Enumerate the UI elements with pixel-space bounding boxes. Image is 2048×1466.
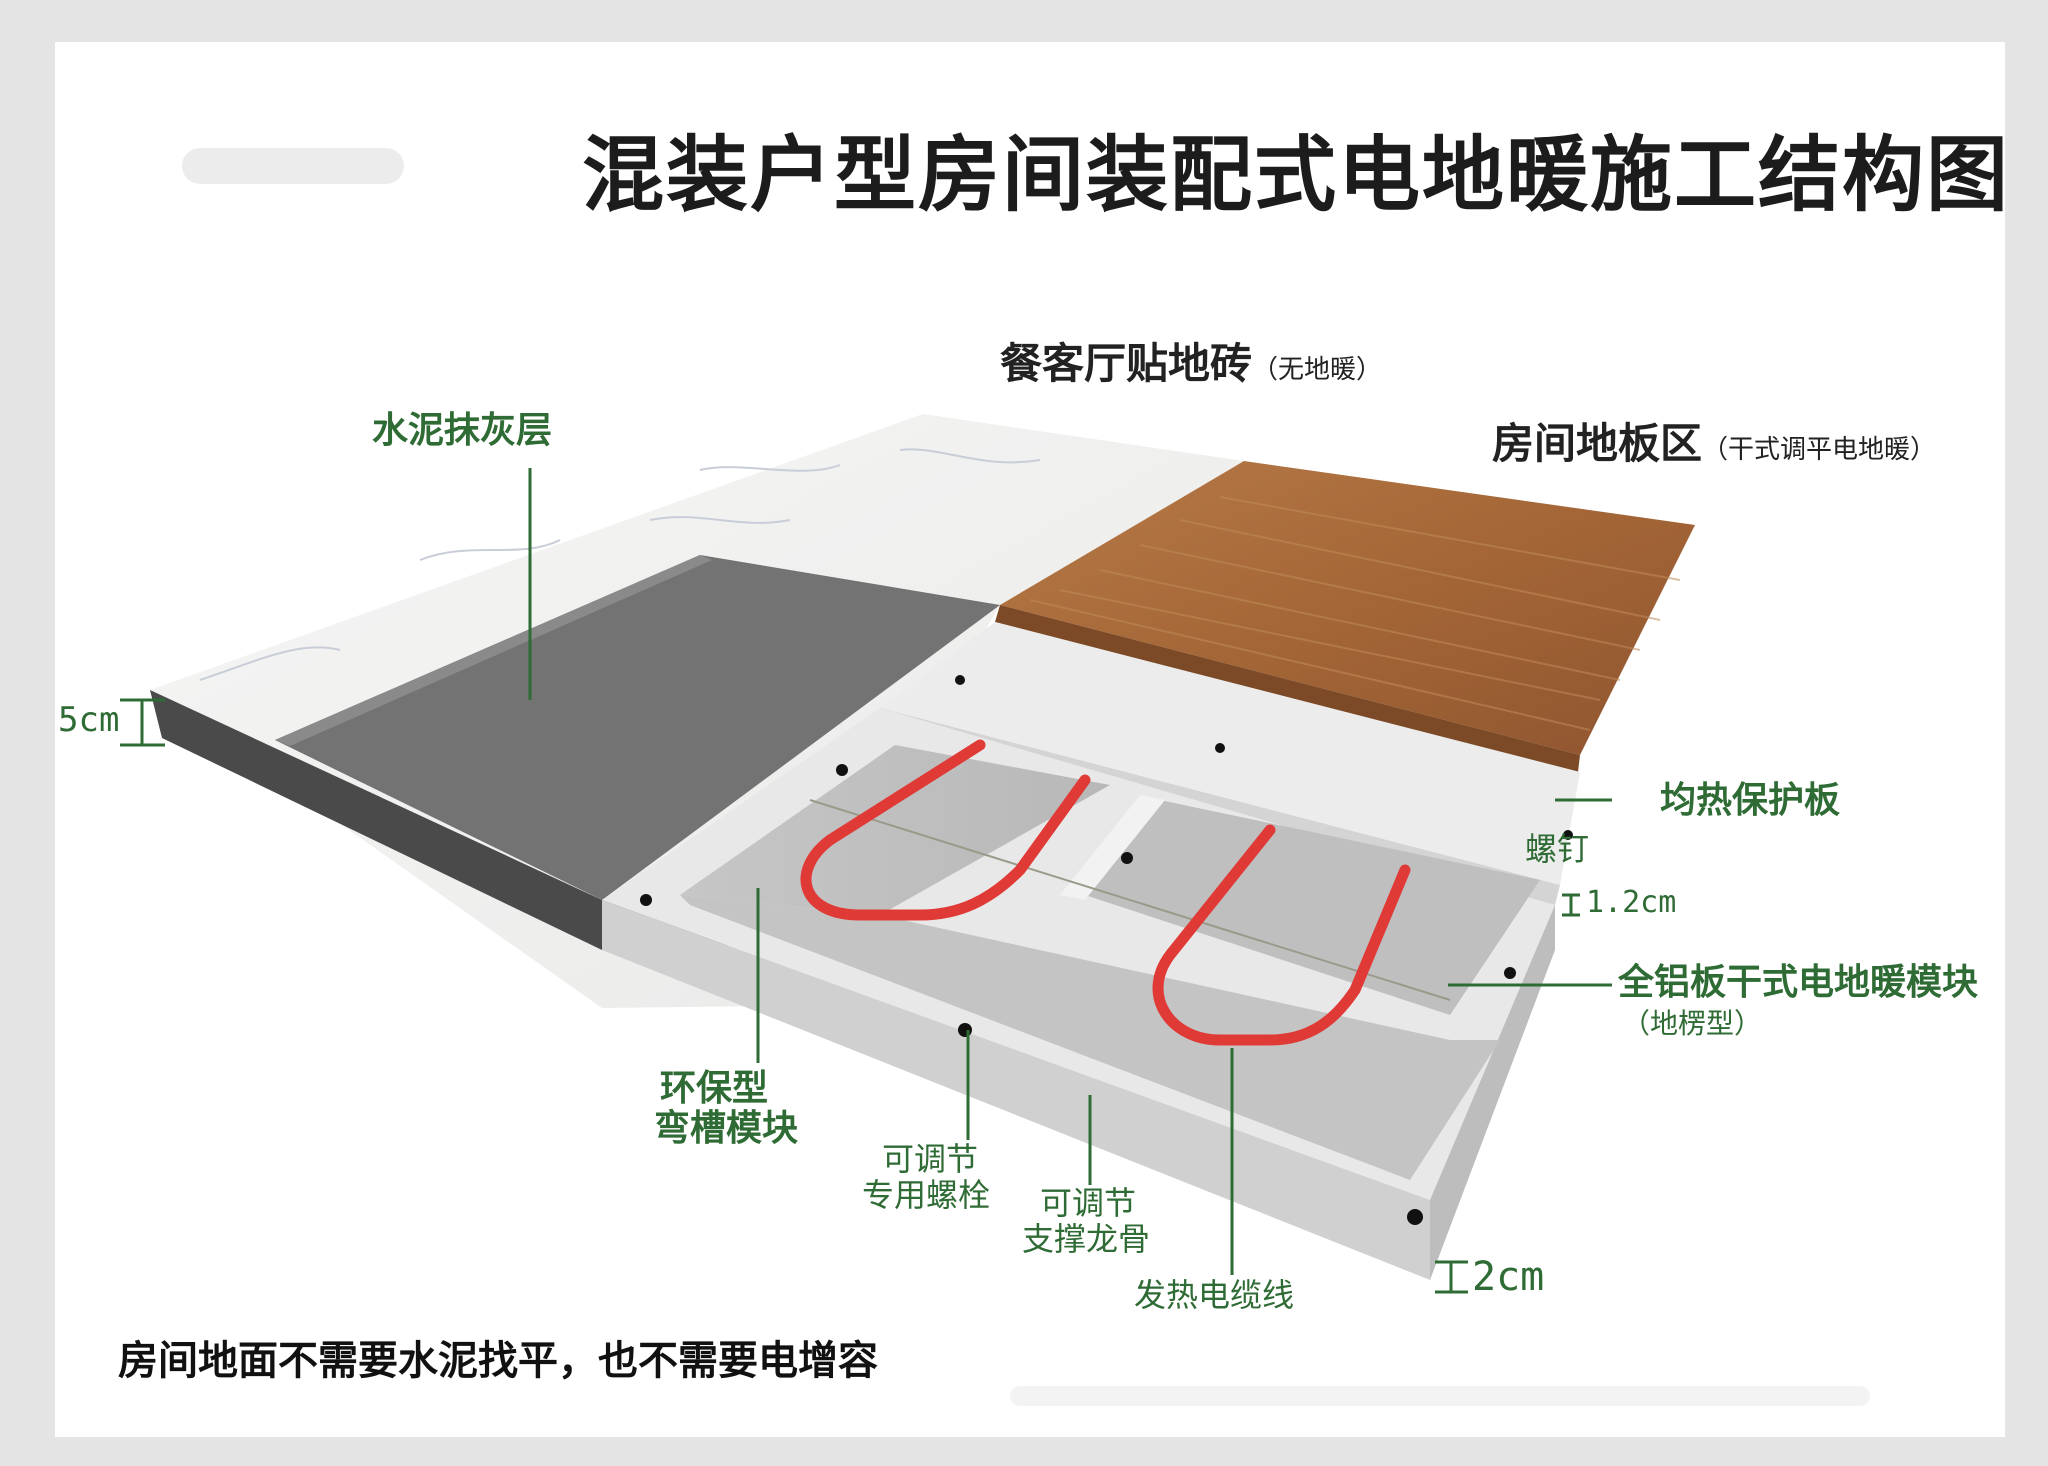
dim-1-2cm-mark (1562, 893, 1580, 917)
dimension-marks (120, 698, 1580, 1294)
joist-label-2: 支撑龙骨 (1022, 1220, 1151, 1258)
screw-label: 螺钉 (1525, 830, 1590, 868)
dim-plate-label: 1.2cm (1586, 885, 1677, 920)
smudges (182, 148, 1870, 1406)
dim-2cm-mark (1435, 1260, 1468, 1294)
module-label: 全铝板干式电地暖模块 (1618, 961, 1979, 1003)
screw-dot (1121, 852, 1133, 864)
screw-dot (1407, 1209, 1423, 1225)
page-title: 混装户型房间装配式电地暖施工结构图 (582, 127, 2011, 223)
heat-plate-label: 均热保护板 (1660, 779, 1841, 821)
module-sublabel: （地楞型） (1622, 1007, 1763, 1040)
screw-dot (955, 675, 965, 685)
cement-layer-label: 水泥抹灰层 (372, 409, 553, 451)
joist-label-1: 可调节 (1040, 1184, 1137, 1222)
living-zone-sub: （无地暖） (1252, 355, 1383, 385)
room-zone-sub: （干式调平电地暖） (1702, 435, 1937, 465)
screw-dot (1504, 967, 1516, 979)
screw-dot (958, 1023, 972, 1037)
dim-slab-label: 5cm (58, 700, 120, 740)
dim-5cm-mark (120, 698, 165, 747)
wood-floor-board (995, 461, 1695, 772)
groove-module-label-2: 弯槽模块 (654, 1107, 799, 1149)
dim-base-label: 2cm (1472, 1254, 1545, 1300)
cable-label: 发热电缆线 (1134, 1276, 1295, 1314)
bolt-label-2: 专用螺栓 (862, 1176, 991, 1214)
cement-plaster-layer (275, 555, 1000, 900)
screws (640, 675, 1573, 1225)
living-zone-label: 餐客厅贴地砖（无地暖） (1000, 330, 1382, 391)
footnote: 房间地面不需要水泥找平，也不需要电增容 (118, 1337, 878, 1384)
screw-dot (836, 764, 848, 776)
screw-dot (1563, 830, 1573, 840)
screw-dot (640, 894, 652, 906)
living-zone-title: 餐客厅贴地砖 (1000, 339, 1253, 388)
aluminum-heating-module (680, 745, 1540, 1180)
room-zone-label: 房间地板区（干式调平电地暖） (1492, 410, 1936, 471)
screw-dot (1215, 743, 1225, 753)
room-zone-title: 房间地板区 (1492, 419, 1703, 468)
groove-module-label-1: 环保型 (660, 1067, 769, 1109)
bolt-label-1: 可调节 (882, 1140, 979, 1178)
heating-cable (800, 739, 1411, 1046)
leader-lines (528, 468, 1612, 1275)
